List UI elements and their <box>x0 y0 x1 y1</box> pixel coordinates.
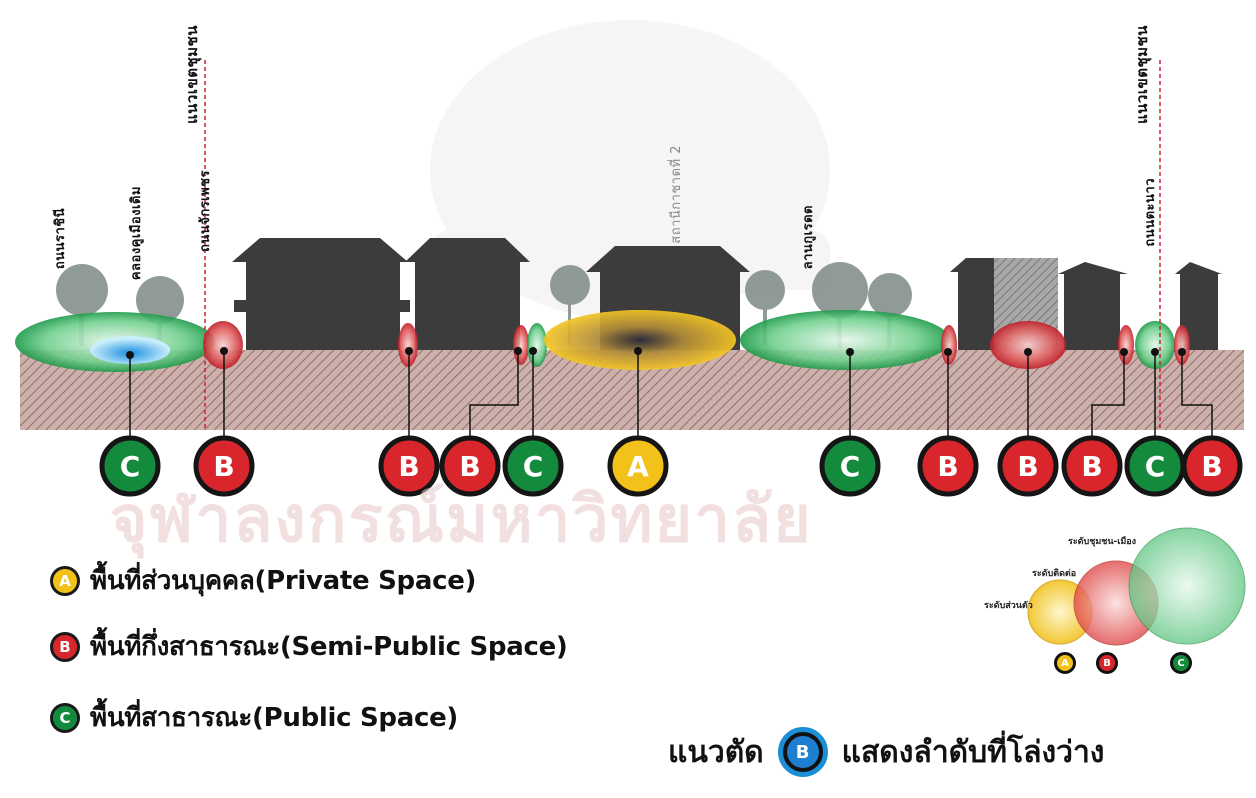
zone-b-3 <box>513 325 529 365</box>
legend-c: C พื้นที่สาธารณะ(Public Space) <box>50 697 458 738</box>
building-6 <box>1175 262 1222 350</box>
marker-letter: B <box>1201 450 1222 483</box>
zone-c-3 <box>740 310 950 370</box>
marker-letter: C <box>523 450 544 483</box>
leader-lines <box>129 351 1213 440</box>
marker-letter: B <box>459 450 480 483</box>
legend-b-badge: B <box>50 631 80 662</box>
marker-b-4: B <box>439 435 501 497</box>
zone-b-5 <box>990 321 1066 369</box>
marker-b-10: B <box>1061 435 1123 497</box>
marker-letter: C <box>1145 450 1166 483</box>
marker-letter: B <box>1017 450 1038 483</box>
marker-b-9: B <box>997 435 1059 497</box>
anchor-dots <box>126 347 1186 359</box>
marker-letter: C <box>840 450 861 483</box>
marker-a-6: A <box>607 435 669 497</box>
legend-a: A พื้นที่ส่วนบุคคล(Private Space) <box>50 560 476 601</box>
legend-b-text: พื้นที่กึ่งสาธารณะ(Semi-Public Space) <box>90 632 568 662</box>
building-4 <box>950 258 994 350</box>
zone-c-2 <box>527 323 547 367</box>
marker-c-7: C <box>819 435 881 497</box>
building-5 <box>1058 262 1128 350</box>
section-legend-right-text: แสดงลำดับที่โล่งว่าง <box>841 734 1105 770</box>
zone-b-4 <box>941 325 957 365</box>
scale-legend-circles <box>1027 527 1246 646</box>
zone-b-2 <box>398 323 418 367</box>
marker-c-11: C <box>1124 435 1186 497</box>
label-khlong: คลองคูเมืองเดิม <box>129 186 144 281</box>
section-legend-badge-letter: B <box>786 736 819 768</box>
legend-c-text: พื้นที่สาธารณะ(Public Space) <box>90 703 458 733</box>
scale-label-neighbor: ระดับติดต่อ <box>1032 569 1077 579</box>
legend-a-text: พื้นที่ส่วนบุคคล(Private Space) <box>90 566 477 596</box>
section-line-legend: แนวตัด B แสดงลำดับที่โล่งว่าง <box>668 727 1104 777</box>
marker-b-3: B <box>378 435 440 497</box>
label-boundary-right: แนวเขตชุมชน <box>1133 25 1151 124</box>
marker-b-2: B <box>193 435 255 497</box>
building-1 <box>232 238 408 350</box>
marker-c-5: C <box>502 435 564 497</box>
label-boundary-left: แนวเขตชุมชน <box>183 25 201 124</box>
section-legend-badge: B <box>777 727 828 777</box>
label-school: สถานีกาชาดที่ 2 <box>669 145 684 244</box>
marker-letter: A <box>627 450 649 483</box>
marker-b-12: B <box>1181 435 1243 497</box>
zone-a <box>544 310 736 370</box>
space-zones <box>15 310 1190 372</box>
marker-letter: B <box>213 450 234 483</box>
legend-c-badge: C <box>50 702 80 733</box>
label-thanon-chakphet: ถนนจักรเพชร <box>198 170 213 252</box>
scale-badge-b: B <box>1096 652 1118 674</box>
trees <box>56 262 912 348</box>
section-legend-left-text: แนวตัด <box>668 734 764 770</box>
scale-label-community: ระดับชุมชน-เมือง <box>1068 537 1137 547</box>
marker-letter: B <box>1081 450 1102 483</box>
zone-b-6 <box>1118 325 1134 365</box>
marker-letter: B <box>398 450 419 483</box>
watermark-text: จุฬาลงกรณ์มหาวิทยาลัย <box>110 483 813 557</box>
zone-b-1 <box>203 321 243 369</box>
water-khlong <box>90 336 170 364</box>
zone-b-7 <box>1174 325 1190 365</box>
label-lan-sanam: ลานกูเรดต <box>801 205 816 270</box>
label-thanon-ratchini: ถนนราชินี <box>53 208 68 270</box>
scale-badge-c: C <box>1170 652 1192 674</box>
marker-letter: C <box>120 450 141 483</box>
marker-letter: B <box>937 450 958 483</box>
legend-b: B พื้นที่กึ่งสาธารณะ(Semi-Public Space) <box>50 626 568 667</box>
zone-c-4 <box>1135 321 1175 369</box>
scale-badge-a: A <box>1054 652 1076 674</box>
scale-label-private: ระดับส่วนตัว <box>984 601 1033 611</box>
building-2 <box>405 238 530 350</box>
legend-a-badge: A <box>50 565 80 596</box>
marker-c-1: C <box>99 435 161 497</box>
marker-b-8: B <box>917 435 979 497</box>
label-thanon-right: ถนนตะนาว <box>1143 178 1158 247</box>
